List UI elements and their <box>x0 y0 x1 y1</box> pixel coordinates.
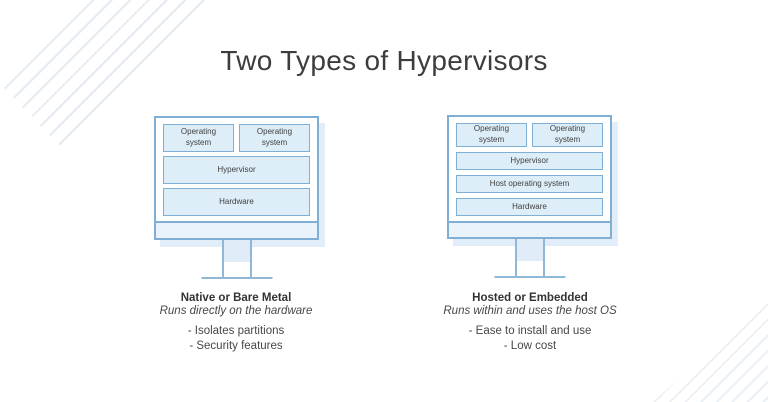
caption-bullet: - Low cost <box>503 339 557 352</box>
monitor-screen: Operating system Operating system Hyperv… <box>447 115 612 239</box>
os-box: Operating system <box>532 123 603 147</box>
operating-systems-row: Operating system Operating system <box>163 124 310 152</box>
os-box-label: Operating system <box>256 127 293 147</box>
caption-bullet: - Security features <box>189 339 283 352</box>
os-box: Operating system <box>163 124 234 152</box>
hosted-hypervisor-caption: Hosted or Embedded Runs within and uses … <box>420 292 640 354</box>
hypervisor-box: Hypervisor <box>163 156 310 184</box>
caption-subheading: Runs directly on the hardware <box>159 305 313 317</box>
operating-systems-row: Operating system Operating system <box>456 123 603 147</box>
os-box-label: Operating system <box>549 124 586 144</box>
monitor-bezel <box>449 221 610 237</box>
caption-heading: Hosted or Embedded <box>472 292 588 304</box>
native-hypervisor-caption: Native or Bare Metal Runs directly on th… <box>126 292 346 354</box>
os-box: Operating system <box>239 124 310 152</box>
caption-bullet: - Isolates partitions <box>187 325 285 337</box>
monitor-screen-content: Operating system Operating system Hyperv… <box>156 118 317 221</box>
native-hypervisor-monitor-diagram: Operating system Operating system Hyperv… <box>154 116 319 279</box>
page-title: Two Types of Hypervisors <box>220 45 548 76</box>
monitor-screen-content: Operating system Operating system Hyperv… <box>449 117 610 221</box>
monitor-stand-base <box>201 277 272 279</box>
os-box: Operating system <box>456 123 527 147</box>
diagonal-stripes-bottom-right-decoration <box>652 303 768 402</box>
hardware-box: Hardware <box>163 188 310 216</box>
hosted-hypervisor-monitor-diagram: Operating system Operating system Hyperv… <box>447 115 612 278</box>
monitor-stand-neck <box>514 239 545 276</box>
os-box-label: Operating system <box>180 127 217 147</box>
host-os-box: Host operating system <box>456 175 603 193</box>
caption-bullet: - Ease to install and use <box>468 325 592 337</box>
monitor-stand-neck <box>221 240 252 277</box>
monitor-bezel <box>156 221 317 238</box>
monitor-stand-base <box>494 276 565 278</box>
caption-heading: Native or Bare Metal <box>180 292 292 304</box>
monitor-screen: Operating system Operating system Hyperv… <box>154 116 319 240</box>
hypervisor-box: Hypervisor <box>456 152 603 170</box>
caption-subheading: Runs within and uses the host OS <box>443 305 617 317</box>
hardware-box: Hardware <box>456 198 603 216</box>
os-box-label: Operating system <box>473 124 510 144</box>
